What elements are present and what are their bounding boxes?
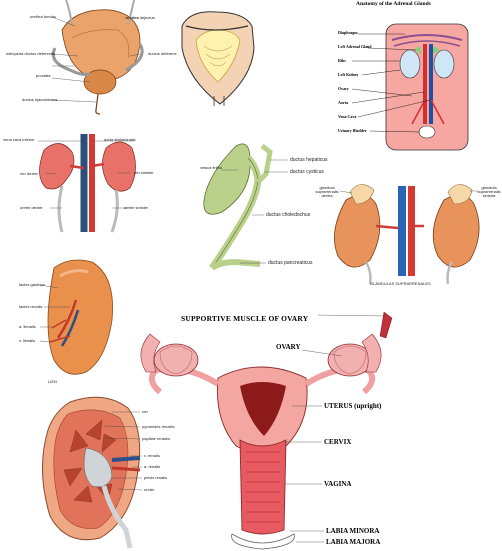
spleen-illustration — [39, 259, 113, 375]
label-ductus-deferens: ductus deferens — [148, 51, 177, 56]
label-diaphragm: Diaphragm — [338, 30, 358, 35]
label-aorta: Aorta — [338, 100, 348, 105]
lien-caption: LIEN — [48, 379, 57, 384]
label-cervix: CERVIX — [324, 438, 352, 446]
label-ductus-hepaticus: ductus hepaticus — [290, 157, 328, 163]
kidney-section-illustration — [42, 396, 143, 549]
adrenal-overview-illustration — [351, 23, 469, 151]
label-left-adrenal: Left Adrenal Gland — [338, 44, 372, 49]
label-urinary-bladder: Urinary Bladder — [338, 128, 367, 133]
label-ductus-cysticus: ductus cysticus — [290, 169, 324, 175]
adrenal-glands-kidneys-illustration — [334, 184, 480, 285]
bladder-prostate-illustration — [51, 0, 144, 115]
gallbladder-illustration — [203, 143, 288, 271]
label-papillae-renales: papillae renales — [142, 436, 171, 441]
label-a-lienalis: a. lienalis — [19, 324, 36, 329]
label-ovary-upper: OVARY — [276, 343, 301, 351]
label-prostata: prostata — [36, 73, 51, 78]
label-ribs: Ribs — [338, 58, 346, 63]
label-aorta-abdominalis: aorta abdominalis — [104, 137, 136, 142]
label-pelvis-renalis: pelvis renalis — [144, 475, 168, 480]
label-facies-gastrica: facies gastrica — [19, 282, 45, 287]
label-labia-minora: LABIA MINORA — [326, 527, 380, 535]
label-urethra-fundus: urethra fundus — [30, 14, 56, 19]
bladder-section-illustration — [181, 11, 255, 106]
label-ductus-pancreaticus: ductus pancreaticus — [268, 260, 313, 266]
label-ductus-ejaculatorius: ductus ejaculatorius — [22, 97, 58, 102]
label-vagina: VAGINA — [324, 480, 352, 488]
uterus-illustration — [140, 311, 393, 550]
label-v-renalis: v. renalis — [144, 453, 160, 458]
label-ostiopeda-ductus: ostiopeda ductus deferentis — [6, 51, 55, 56]
label-vena-cava: Vena Cava — [338, 114, 357, 119]
label-uterus-upright: UTERUS (upright) — [324, 402, 382, 410]
label-glandula-sinistra: glandula suprarrenalis sinistra — [477, 185, 501, 198]
label-a-renalis: a. renalis — [144, 464, 161, 469]
label-labia-majora: LABIA MAJORA — [326, 538, 381, 546]
label-left-kidney: Left Kidney — [338, 72, 359, 77]
label-ren-dexter: ren dexter — [20, 171, 39, 176]
label-ureter: ureter — [144, 487, 155, 492]
ovary-muscle-title: SUPPORTIVE MUSCLE OF OVARY — [181, 314, 309, 323]
label-ren-sinister: ren sinister — [134, 170, 154, 175]
adrenal-title: Anatomy of the Adrenal Glands — [356, 1, 431, 7]
label-v-lienalis: v. lienalis — [19, 338, 36, 343]
label-urethra-dejectus: urethra dejectus — [126, 15, 155, 20]
label-ureter-sinister: ureter sinister — [124, 205, 149, 210]
label-vena-cava-inferior: vena cava inferior — [3, 137, 35, 142]
label-ren: ren — [142, 409, 148, 414]
label-vesica-fellea: vesica fellea — [200, 165, 223, 170]
kidneys-vessels-illustration — [38, 134, 136, 233]
label-ureter-dexter: ureter dexter — [20, 205, 43, 210]
label-pyramides-renales: pyramides renales — [142, 424, 175, 429]
label-glandula-dextra: glandula suprarrenalis dextra — [315, 185, 339, 198]
glandulas-caption: GLÁNDULAS SUPRARRENALES — [370, 281, 431, 286]
label-ovary: Ovary — [338, 86, 349, 91]
label-ductus-choledochus: ductus choledochus — [266, 212, 311, 218]
label-facies-renalis: facies renalis — [19, 304, 43, 309]
